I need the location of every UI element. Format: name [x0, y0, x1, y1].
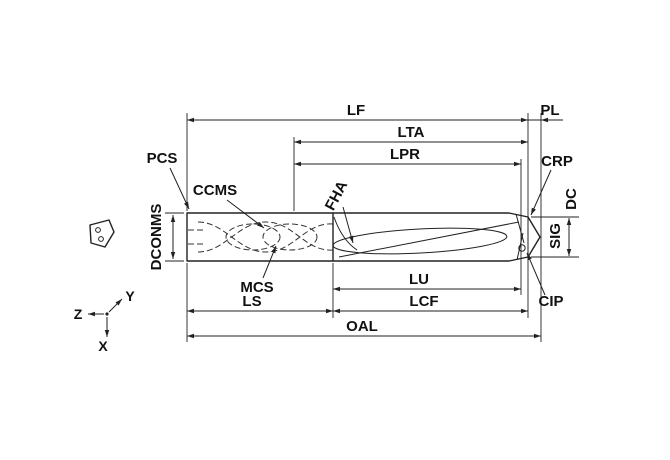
dim-oal: OAL	[187, 318, 541, 339]
insert-head-profile	[89, 219, 115, 248]
callout-cip: CIP	[526, 252, 564, 310]
callout-label-crp: CRP	[541, 153, 573, 170]
callout-label-pcs: PCS	[147, 150, 178, 167]
drill-body-outline	[186, 212, 541, 262]
drill-point-edges	[527, 216, 541, 258]
extension-lines	[165, 113, 579, 342]
flute-top-edge	[332, 212, 529, 218]
dim-label-ls: LS	[242, 293, 261, 310]
callout-label-cip: CIP	[538, 293, 563, 310]
dim-label-dc: DC	[563, 188, 580, 210]
dim-label-lpr: LPR	[390, 146, 420, 163]
insert-screw-hole	[95, 227, 101, 233]
coordinate-axes: Z Y X	[74, 288, 136, 354]
dim-lpr: LPR	[294, 146, 521, 167]
dim-label-lu: LU	[409, 271, 429, 288]
clamping-surface-hidden-line	[225, 223, 281, 251]
dim-sig: SIG	[547, 223, 564, 249]
dim-dconms: DCONMS	[148, 204, 176, 271]
flute-runout-curve	[333, 216, 358, 251]
dim-label-sig: SIG	[547, 223, 564, 249]
insert-pocket-line	[516, 232, 524, 261]
dim-lcf: LCF	[333, 293, 528, 314]
axes-origin-dot	[105, 312, 109, 316]
dim-label-lcf: LCF	[409, 293, 438, 310]
flute-bottom-edge	[332, 256, 529, 262]
y-axis-arrow	[108, 298, 123, 313]
shank-outline	[186, 212, 334, 262]
dim-lta: LTA	[294, 124, 528, 145]
coolant-channel-hidden-line	[197, 221, 334, 253]
callout-mcs: MCS	[240, 245, 277, 296]
insert-pocket-line	[515, 213, 525, 244]
dim-label-pl: PL	[540, 102, 559, 119]
insert-screw-circle	[518, 244, 526, 252]
z-axis-label: Z	[74, 306, 83, 322]
dim-dc: DC	[563, 188, 580, 256]
insert-head-icon	[89, 219, 115, 248]
dim-label-lf: LF	[347, 102, 365, 119]
callout-fha: FHA	[322, 178, 354, 244]
dim-ls: LS	[187, 293, 333, 314]
dim-label-oal: OAL	[346, 318, 378, 335]
callout-label-fha: FHA	[322, 178, 352, 213]
insert-screw-hole	[98, 236, 104, 242]
dim-label-dconms: DCONMS	[148, 204, 165, 271]
coolant-channel-hidden-line	[197, 221, 334, 253]
dim-pl: PL	[528, 102, 563, 123]
flute-groove-outline	[332, 227, 508, 255]
dim-lu: LU	[333, 271, 521, 292]
callout-label-ccms: CCMS	[193, 182, 237, 199]
y-axis-label: Y	[125, 288, 135, 304]
x-axis-label: X	[98, 338, 108, 354]
flute-helix-line	[338, 221, 520, 258]
clamping-surface-hidden-line	[262, 223, 318, 251]
callout-label-mcs: MCS	[240, 279, 273, 296]
callout-ccms: CCMS	[193, 182, 265, 229]
callout-crp: CRP	[530, 153, 573, 216]
dim-label-lta: LTA	[398, 124, 425, 141]
dim-lf: LF	[187, 102, 528, 123]
callout-pcs: PCS	[147, 150, 190, 210]
